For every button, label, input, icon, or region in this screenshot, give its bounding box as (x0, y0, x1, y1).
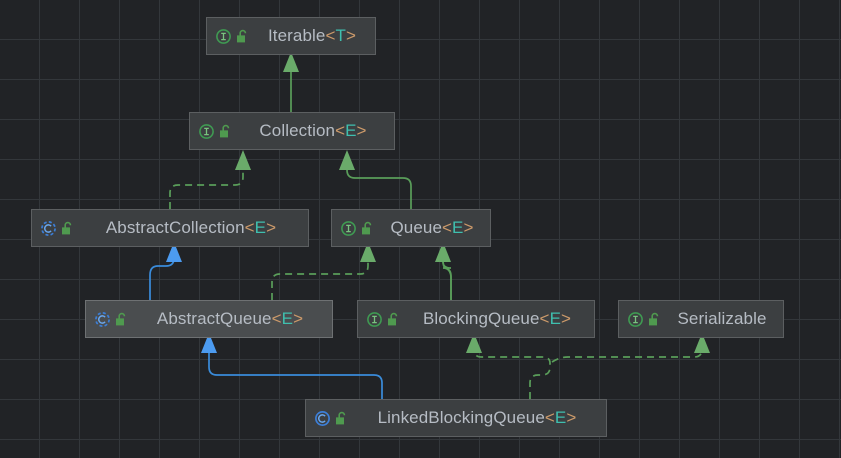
node-name: Queue (390, 218, 443, 237)
unlocked-public-icon (648, 312, 661, 327)
edge-abstract-queue-extends-abstract-collection (149, 242, 182, 300)
node-label: AbstractCollection<E> (84, 218, 298, 238)
unlocked-public-icon (387, 312, 400, 327)
node-name: AbstractCollection (105, 218, 245, 237)
abstract-class-icon (40, 220, 57, 237)
node-label: AbstractQueue<E> (138, 309, 322, 329)
generic-open: < (335, 121, 346, 140)
node-abstract-queue[interactable]: AbstractQueue<E> (85, 300, 333, 338)
type-param: T (335, 26, 346, 45)
node-name: BlockingQueue (422, 309, 540, 328)
interface-icon (366, 311, 383, 328)
interface-icon (198, 123, 215, 140)
unlocked-public-icon (115, 312, 128, 327)
node-blocking-queue[interactable]: BlockingQueue<E> (357, 300, 595, 338)
generic-close: > (566, 408, 577, 427)
generic-close: > (266, 218, 277, 237)
type-param: E (549, 309, 562, 328)
type-param: E (281, 309, 294, 328)
generic-close: > (356, 121, 367, 140)
type-param: E (554, 408, 567, 427)
type-param: E (345, 121, 357, 140)
node-name: Iterable (267, 26, 326, 45)
node-name: Serializable (677, 309, 767, 328)
node-collection[interactable]: Collection<E> (189, 112, 395, 150)
unlocked-public-icon (236, 29, 249, 44)
node-icon-group (314, 410, 348, 427)
edge-blocking-queue-extends-queue (435, 242, 452, 300)
generic-open: < (271, 309, 282, 328)
node-iterable[interactable]: Iterable<T> (206, 17, 376, 55)
unlocked-public-icon (335, 411, 348, 426)
node-icon-group (94, 311, 128, 328)
node-icon-group (198, 123, 232, 140)
node-serializable[interactable]: Serializable (618, 300, 784, 338)
unlocked-public-icon (219, 124, 232, 139)
edge-queue-extends-collection (339, 150, 412, 209)
node-icon-group (215, 28, 249, 45)
type-param: E (254, 218, 267, 237)
abstract-class-icon (94, 311, 111, 328)
node-label: BlockingQueue<E> (410, 309, 584, 329)
generic-close: > (346, 26, 357, 45)
interface-icon (627, 311, 644, 328)
unlocked-public-icon (361, 221, 374, 236)
edge-abstract-queue-implements-queue (271, 242, 376, 300)
node-label: Queue<E> (384, 218, 480, 238)
edge-linked-blocking-queue-implements-blocking-queue (466, 333, 551, 399)
node-icon-group (627, 311, 661, 328)
node-label: Serializable (671, 309, 773, 329)
edge-linked-blocking-queue-extends-abstract-queue (201, 333, 383, 399)
interface-icon (340, 220, 357, 237)
node-name: Collection (259, 121, 336, 140)
generic-open: < (442, 218, 453, 237)
generic-open: < (325, 26, 336, 45)
edge-abstract-collection-implements-collection (169, 150, 251, 209)
generic-close: > (463, 218, 474, 237)
node-icon-group (366, 311, 400, 328)
generic-open: < (539, 309, 550, 328)
generic-close: > (561, 309, 572, 328)
generic-close: > (293, 309, 304, 328)
unlocked-public-icon (61, 221, 74, 236)
node-label: LinkedBlockingQueue<E> (358, 408, 596, 428)
interface-icon (215, 28, 232, 45)
node-name: LinkedBlockingQueue (377, 408, 545, 427)
edge-collection-extends-iterable (283, 52, 299, 112)
class-icon (314, 410, 331, 427)
generic-open: < (544, 408, 555, 427)
node-label: Collection<E> (242, 121, 384, 141)
node-label: Iterable<T> (259, 26, 365, 46)
node-linked-blocking-queue[interactable]: LinkedBlockingQueue<E> (305, 399, 607, 437)
generic-open: < (244, 218, 255, 237)
type-param: E (452, 218, 464, 237)
node-name: AbstractQueue (156, 309, 272, 328)
node-icon-group (40, 220, 74, 237)
node-abstract-collection[interactable]: AbstractCollection<E> (31, 209, 309, 247)
node-queue[interactable]: Queue<E> (331, 209, 491, 247)
node-icon-group (340, 220, 374, 237)
